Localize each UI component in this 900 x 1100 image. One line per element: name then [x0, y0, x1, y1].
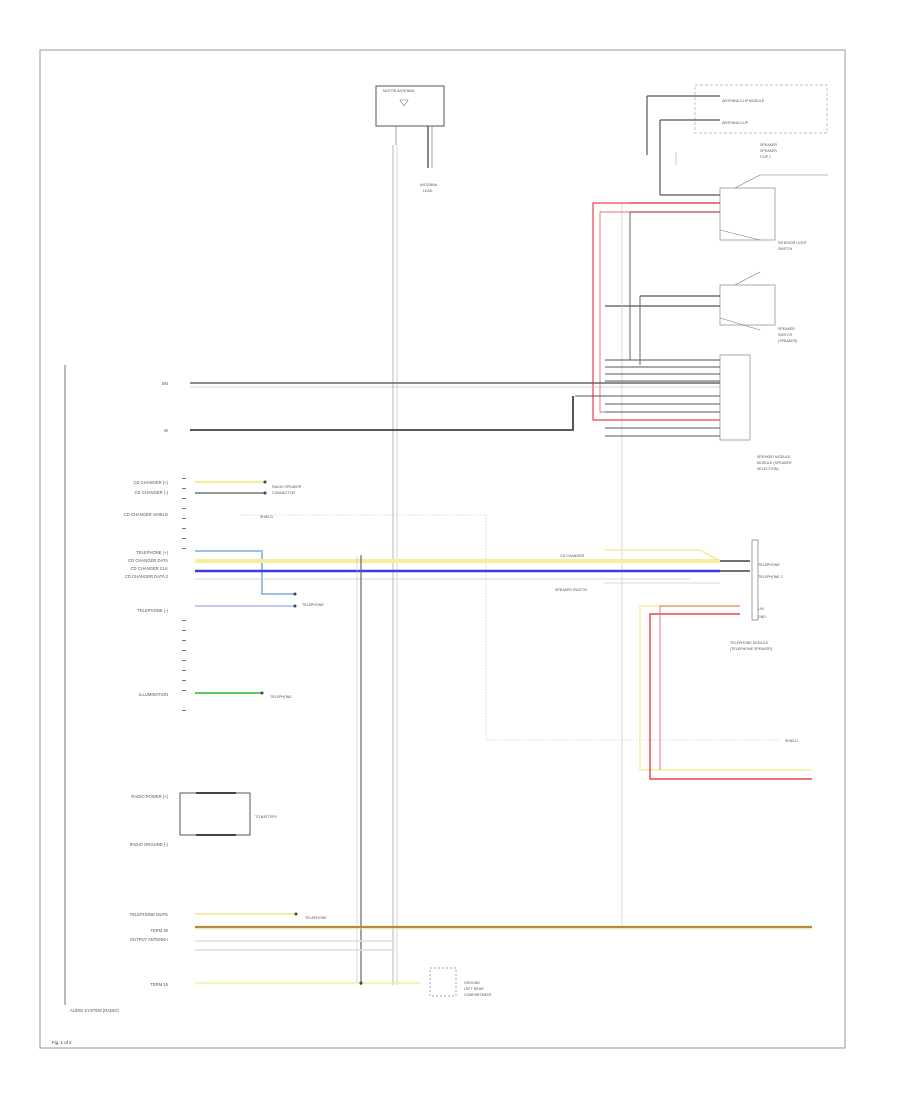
- module-label-2: ANTENNA CLIP: [722, 121, 749, 125]
- ground-note2: COMPARTMENT: [464, 993, 493, 997]
- splice-label-d: SPEAKER SWITCH: [555, 588, 588, 592]
- antenna-label: MOTOR ANTENNA: [383, 89, 415, 93]
- module-label-7: SPEAKER MODULE: [757, 455, 791, 459]
- pin-label-term15: TERM 15: [150, 982, 168, 987]
- telephone-module: TELEPHONE TELEPHONE 2 LIN GND TELEPHONE …: [555, 539, 812, 780]
- svg-text:(TELEPHONE SPEAKER): (TELEPHONE SPEAKER): [730, 647, 772, 651]
- red-wire-inner: [599, 211, 720, 413]
- ground-note: LEFT REAR: [464, 987, 484, 991]
- right-connector-rows: [575, 359, 720, 437]
- pin-label-cd-shield: CD CHANGER SHIELD: [124, 512, 168, 517]
- red-wire-top: [592, 202, 720, 421]
- pin-label-output-antenna: OUTPUT ANTENNA: [130, 937, 168, 942]
- pin-label-cd-clk: CD CHANGER CLK: [131, 566, 169, 571]
- tel-pin-3: LIN: [758, 607, 764, 611]
- pin-label-power: RADIO POWER (+): [131, 794, 168, 799]
- module-label-5: SWITCH: [778, 247, 793, 251]
- splice-label-b: TELEPHONE: [302, 603, 324, 607]
- svg-text:TO BATTERY: TO BATTERY: [255, 815, 278, 819]
- pin-label-tel-minus: TELEPHONE (-): [137, 608, 168, 613]
- antenna-sub-label: ANTENNA: [420, 183, 438, 187]
- pin-label-illum: ILLUMINATION: [139, 692, 168, 697]
- pin-label-cd-minus: CD CHANGER (-): [135, 490, 169, 495]
- cd-changer-group: CD CHANGER (+) CD CHANGER (-) CD CHANGER…: [124, 480, 780, 741]
- telephone-group: TELEPHONE (+) CD CHANGER DATA CD CHANGER…: [125, 550, 720, 613]
- pin-label-ground: RADIO GROUND (-): [130, 842, 169, 847]
- bottom-splice-label: TELEPHONE: [305, 916, 327, 920]
- right-top-modules: ANTENNA CLIP MODULE ANTENNA CLIP SPEAKER…: [605, 84, 828, 471]
- module-label-1: ANTENNA CLIP MODULE: [722, 99, 765, 103]
- telephone-module-title: TELEPHONE MODULE: [730, 641, 769, 645]
- left-module-title: AUDIO SYSTEM (RADIO): [70, 1008, 119, 1013]
- module-label-6: SPEAKER: [778, 327, 795, 331]
- page-code: Fig. 1 of 2: [52, 1040, 72, 1045]
- svg-text:MODULE (SPEAKER: MODULE (SPEAKER: [757, 461, 792, 465]
- pin-label-cd-data2: CD CHANGER DATA 2: [125, 574, 169, 579]
- pin-label-cd-data: CD CHANGER DATA: [128, 558, 168, 563]
- pin-label-term30: TERM 30: [150, 928, 168, 933]
- splice-label-e: TELEPHONE: [270, 695, 292, 699]
- pin-label-tel-mute: TELEPHONE MUTE: [130, 912, 169, 917]
- module-label-4: INTERIOR LIGHT: [778, 241, 808, 245]
- shield-right-label: SHIELD: [785, 739, 798, 743]
- diagram-border: [39, 49, 846, 1049]
- bottom-group: TELEPHONE MUTE TERM 30 OUTPUT ANTENNA TE…: [130, 912, 812, 997]
- tel-pin-4: GND: [758, 615, 766, 619]
- tel-pin-1: TELEPHONE: [758, 563, 780, 567]
- splice-label-c: CD CHANGER: [560, 554, 585, 558]
- svg-text:CLIP 1: CLIP 1: [760, 155, 771, 159]
- ground-label: GROUND: [464, 981, 480, 985]
- pin-label-w: W: [164, 428, 168, 433]
- svg-text:(SPEAKER): (SPEAKER): [778, 339, 797, 343]
- illumination-group: ILLUMINATION TELEPHONE: [139, 691, 292, 699]
- pin-ticks: [182, 478, 186, 711]
- pin-label-cd-plus: CD CHANGER (+): [133, 480, 168, 485]
- tel-pin-2: TELEPHONE 2: [758, 575, 783, 579]
- antenna-component: MOTOR ANTENNA ANTENNA LEAD: [375, 85, 445, 985]
- module-label-3: SPEAKER: [760, 143, 777, 147]
- antenna-sub-label2: LEAD: [423, 189, 433, 193]
- power-group: RADIO POWER (+) RADIO GROUND (-) TO BATT…: [130, 792, 278, 847]
- svg-text:SELECTION): SELECTION): [757, 467, 779, 471]
- shield-label: SHIELD: [260, 515, 273, 519]
- wire-w: [190, 396, 574, 431]
- svg-text:SWITCH: SWITCH: [778, 333, 793, 337]
- svg-text:SPEAKER: SPEAKER: [760, 149, 777, 153]
- svg-text:CONNECTOR: CONNECTOR: [272, 491, 295, 495]
- pin-label-tel-plus: TELEPHONE (+): [136, 550, 168, 555]
- splice-label-a: RADIO SPEAKER: [272, 485, 302, 489]
- pin-label-bn: BN: [162, 381, 168, 386]
